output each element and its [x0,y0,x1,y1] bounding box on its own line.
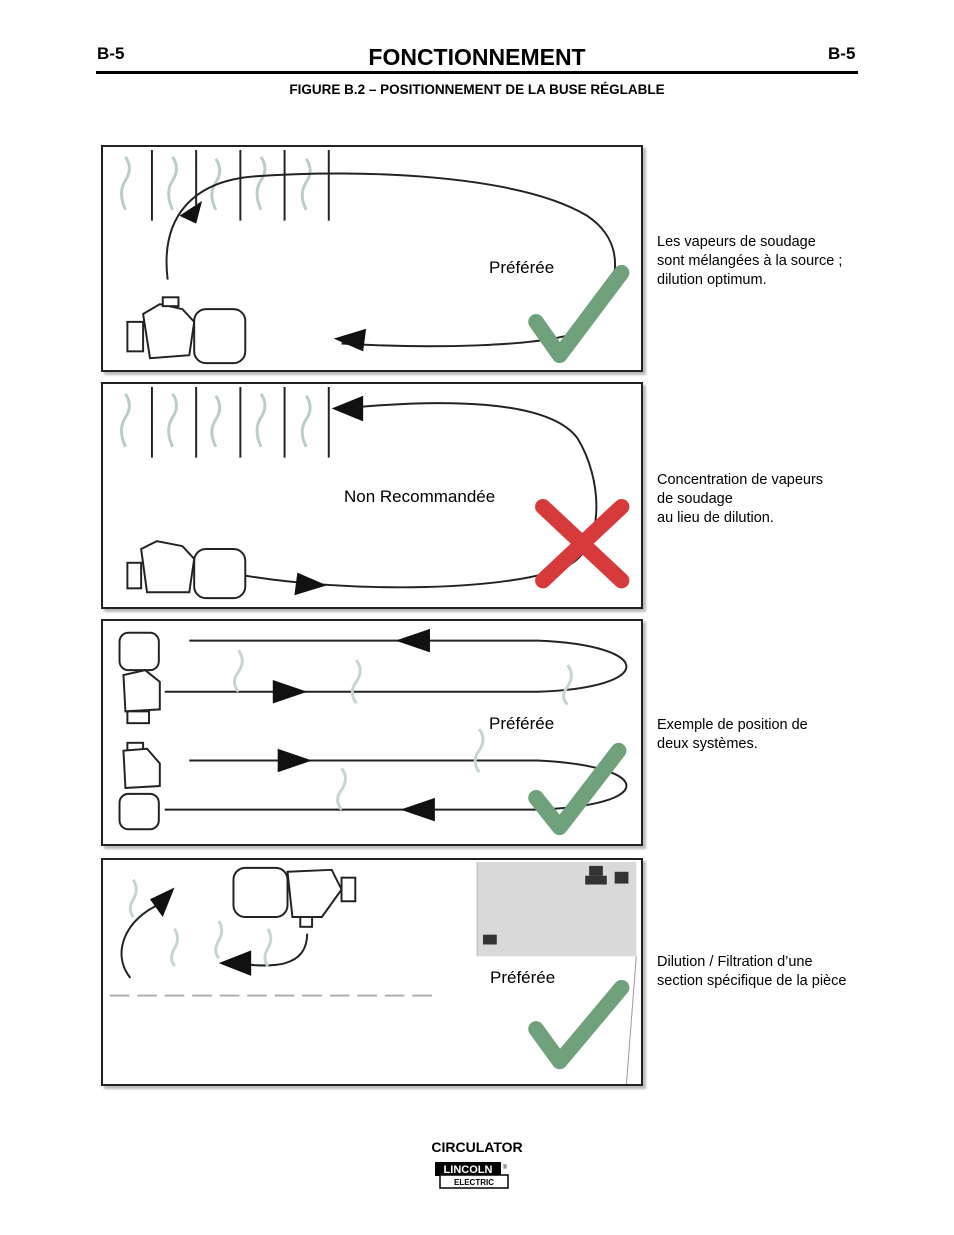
diagram-panel-4: Préférée [101,858,643,1086]
airflow-diagram-2 [120,386,630,600]
workstation-icons [483,865,629,945]
logo-top-text: LINCOLN [444,1164,493,1176]
fume-plumes [128,878,273,967]
panel-label: Préférée [489,714,555,733]
diagram-panel-3: Préférée [101,619,643,846]
fume-plumes [120,393,312,448]
figure-caption: FIGURE B.2 – POSITIONNEMENT DE LA BUSE R… [289,82,665,97]
flow-arrow-icon [179,201,203,224]
logo-bottom-text: ELECTRIC [454,1178,494,1187]
panel-note: Dilution / Filtration d’une section spéc… [657,954,847,989]
panel-note: Exemple de position de deux systèmes. [657,717,808,752]
circulator-unit-icon [118,631,161,725]
panel-note: Concentration de vapeurs de soudage au l… [657,472,824,526]
lincoln-electric-logo: LINCOLN ELECTRIC ® [434,1161,510,1189]
airflow-diagram-4 [109,861,637,1084]
fume-plumes [233,649,573,811]
logo-graphic: LINCOLN ELECTRIC ® [435,1162,509,1189]
header-rule [96,71,858,74]
airflow-diagram-3 [118,628,628,836]
product-name: CIRCULATOR [431,1139,523,1155]
logo-registered-mark: ® [503,1164,508,1171]
shaded-work-area [477,861,637,957]
flow-arrow-icons [149,887,252,976]
airflow-loop [165,172,617,348]
panel-label: Non Recommandée [344,487,496,506]
flow-arrow-icons [272,628,435,822]
page-code-left: B-5 [97,44,125,63]
circulator-unit-icon [232,866,357,928]
welding-booth-dividers [150,149,330,221]
circulator-unit-icon [126,296,247,365]
flow-arrow-icon [294,572,327,596]
panel-note: Les vapeurs de soudage sont mélangées à … [657,234,843,288]
flow-arrow-icon [331,395,364,422]
check-icon [528,264,630,364]
check-icon [528,979,630,1070]
circulator-unit-icon [126,540,247,600]
panel-label: Préférée [489,258,555,277]
airflow-lines [164,639,628,811]
flow-arrow-icon [333,328,367,352]
fume-plumes [120,156,312,211]
airflow-diagram-1 [120,149,630,365]
check-icon [528,742,627,836]
panel-label: Préférée [490,968,556,987]
page-code-right: B-5 [828,44,856,63]
page-title: FONCTIONNEMENT [368,44,586,70]
circulator-unit-icon [118,741,161,831]
cross-icon [535,498,630,589]
diagram-panel-1: Préférée [101,145,643,372]
welding-booth-dividers [150,386,330,458]
diagram-panel-2: Non Recommandée [101,382,643,609]
